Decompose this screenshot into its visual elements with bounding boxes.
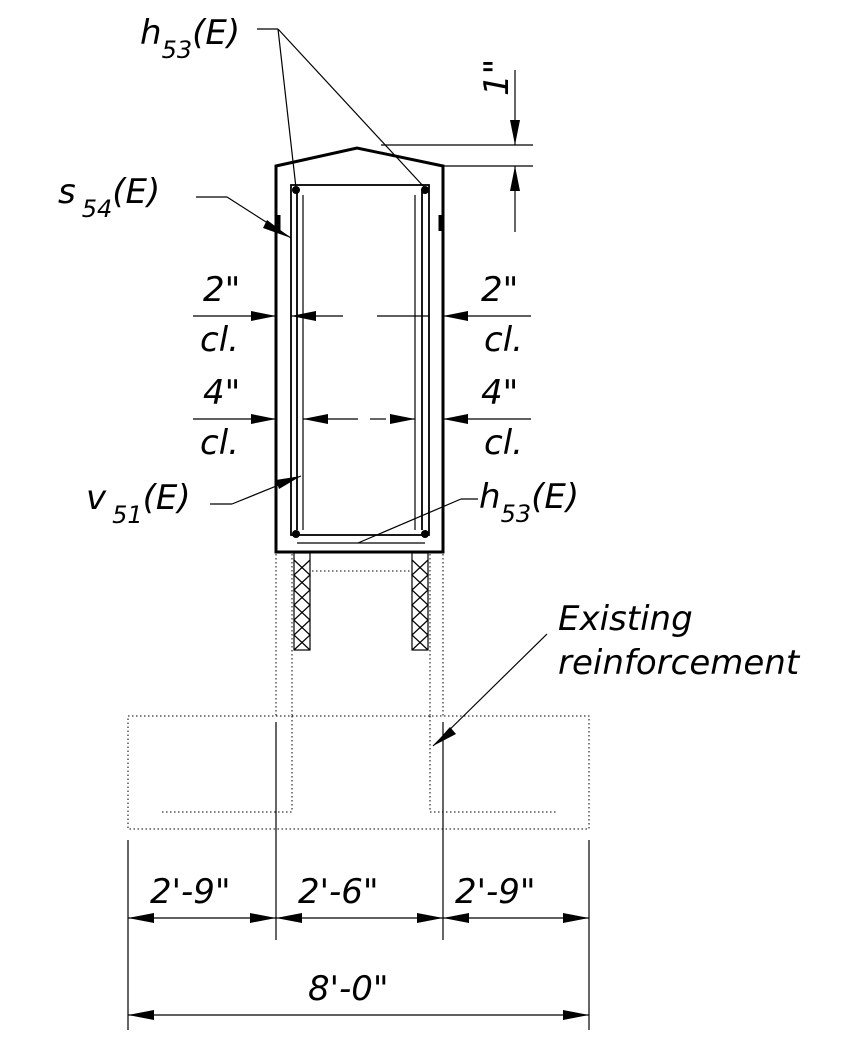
dim-right-4: 4" bbox=[481, 373, 518, 413]
dim-seg-left: 2'-9" bbox=[150, 872, 231, 912]
corner-bars bbox=[292, 186, 429, 538]
dim-right-2-cl: cl. bbox=[484, 320, 523, 360]
label-h53-bottom: h53(E) bbox=[479, 477, 579, 528]
dim-left-2-cl: cl. bbox=[200, 320, 239, 360]
dowel-left bbox=[293, 552, 311, 651]
label-existing-1: Existing bbox=[558, 599, 693, 639]
leaders bbox=[196, 28, 548, 747]
dim-side-2 bbox=[193, 311, 531, 321]
h53-bottom-suffix: (E) bbox=[531, 477, 579, 517]
stirrup-s54 bbox=[290, 184, 430, 536]
s54-main: s bbox=[58, 172, 76, 212]
dim-seg-right: 2'-9" bbox=[455, 872, 536, 912]
svg-text:h53(E): h53(E) bbox=[140, 13, 240, 64]
dim-left-2: 2" bbox=[203, 270, 240, 310]
svg-text:v51(E): v51(E) bbox=[86, 478, 191, 529]
h53-bottom-main: h bbox=[479, 477, 501, 517]
h53-top-main: h bbox=[140, 13, 162, 53]
dim-left-4: 4" bbox=[203, 373, 240, 413]
v51-sub: 51 bbox=[112, 501, 143, 529]
dim-overall: 8'-0" bbox=[308, 969, 389, 1009]
s54-sub: 54 bbox=[82, 195, 113, 223]
dim-right-2: 2" bbox=[481, 270, 518, 310]
dowel-right bbox=[411, 552, 429, 651]
v51-suffix: (E) bbox=[143, 478, 191, 518]
s54-suffix: (E) bbox=[112, 172, 160, 212]
dim-top-cover bbox=[510, 70, 520, 232]
dim-side-4 bbox=[193, 414, 531, 424]
h53-top-suffix: (E) bbox=[192, 13, 240, 53]
dim-right-4-cl: cl. bbox=[484, 423, 523, 463]
svg-text:h53(E): h53(E) bbox=[479, 477, 579, 528]
vertical-bars bbox=[296, 190, 423, 530]
extension-lines bbox=[127, 144, 590, 1030]
h53-top-sub: 53 bbox=[162, 36, 193, 64]
label-existing-2: reinforcement bbox=[558, 643, 801, 683]
dim-left-4-cl: cl. bbox=[200, 423, 239, 463]
v51-main: v bbox=[86, 478, 107, 518]
h53-bottom-sub: 53 bbox=[501, 500, 532, 528]
dim-top-cover-text: 1" bbox=[477, 59, 517, 96]
existing-structure bbox=[127, 554, 590, 830]
parapet-outline bbox=[274, 146, 445, 554]
svg-text:s54(E): s54(E) bbox=[58, 172, 160, 223]
dim-seg-mid: 2'-6" bbox=[298, 872, 379, 912]
label-h53-top: h53(E) bbox=[140, 13, 240, 64]
dim-lines-bottom bbox=[128, 913, 589, 1020]
